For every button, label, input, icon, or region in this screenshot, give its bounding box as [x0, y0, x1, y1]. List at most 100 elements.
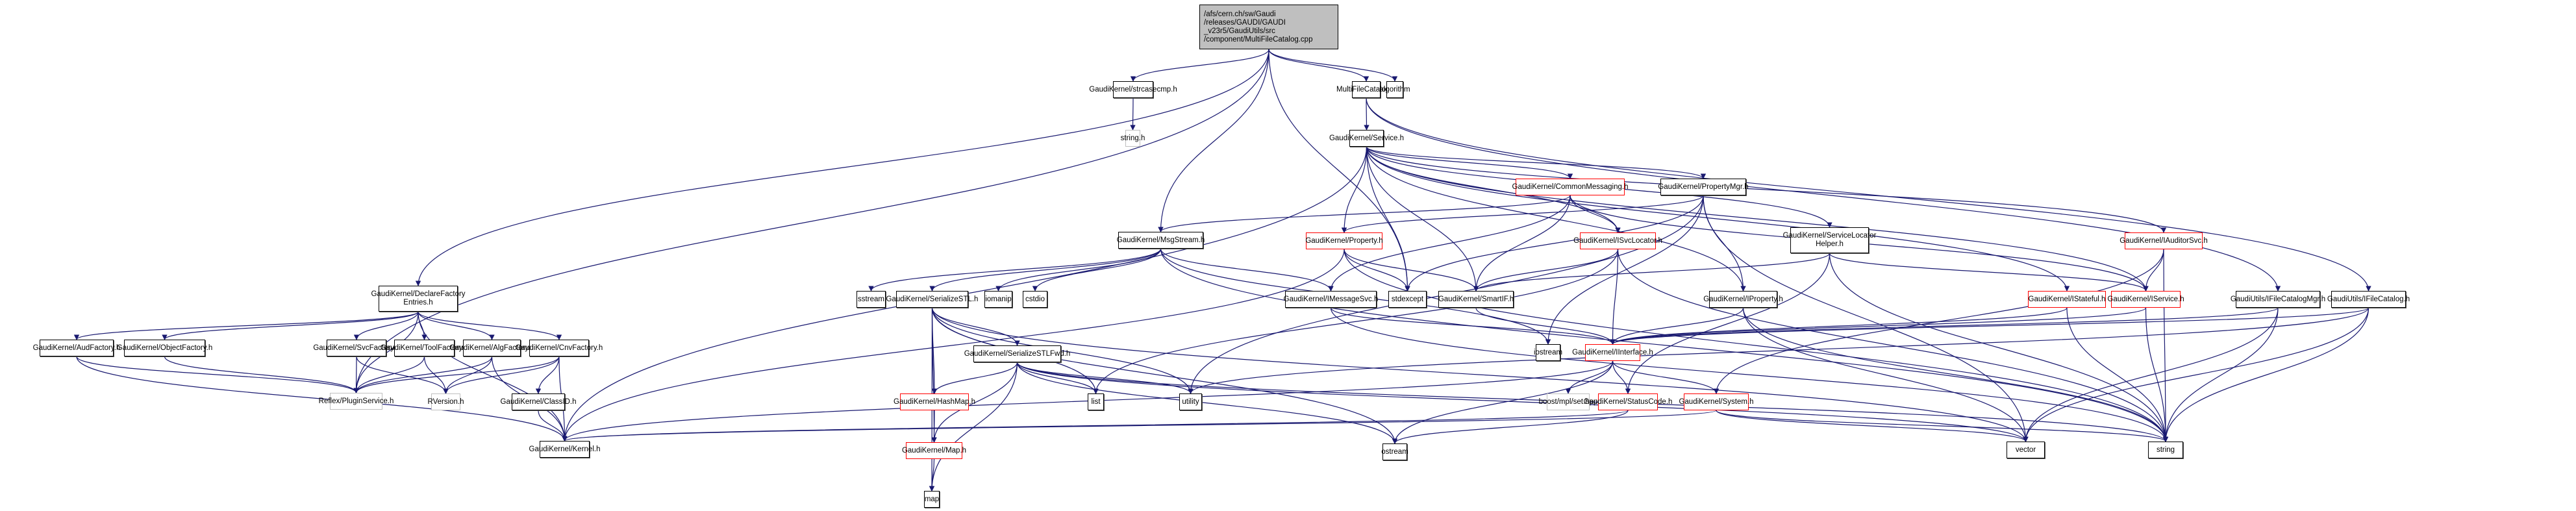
edge-propmgr-to-stdexcept: [1405, 195, 1704, 292]
node-declfact[interactable]: GaudiKernel/DeclareFactory Entries.h: [371, 286, 466, 312]
node-property[interactable]: GaudiKernel/Property.h: [1305, 232, 1383, 249]
node-sstream[interactable]: sstream: [857, 291, 886, 308]
node-audfact[interactable]: GaudiKernel/AudFactory.h: [33, 340, 120, 356]
node-service[interactable]: GaudiKernel/Service.h: [1329, 130, 1404, 147]
node-cstdio[interactable]: cstdio: [1023, 291, 1047, 308]
edge-serstlfwd-to-list: [1016, 362, 1099, 394]
edge-declfact-to-kernel: [418, 311, 568, 442]
node-commonmsg[interactable]: GaudiKernel/CommonMessaging.h: [1512, 179, 1629, 195]
node-kernel[interactable]: GaudiKernel/Kernel.h: [529, 441, 600, 458]
node-mapg[interactable]: GaudiKernel/Map.h: [902, 442, 966, 459]
edge-root-to-algorithm: [1268, 49, 1398, 82]
edge-service-to-iauditor: [1366, 146, 2167, 233]
node-utility[interactable]: utility: [1179, 393, 1202, 410]
node-ifc[interactable]: GaudiUtils/IFileCatalog.h: [2327, 291, 2410, 308]
edge-msgstream-to-serstl: [929, 248, 1162, 292]
node-smartif[interactable]: GaudiKernel/SmartIF.h: [1438, 291, 1514, 308]
node-algorithm[interactable]: algorithm: [1379, 81, 1410, 98]
edge-svclochelper-to-string: [1829, 253, 2169, 442]
edge-strcasecmp-to-stringh: [1130, 97, 1136, 131]
edge-iauditor-to-iservice: [2143, 249, 2164, 292]
node-objfact[interactable]: GaudiKernel/ObjectFactory.h: [117, 340, 212, 356]
node-vector[interactable]: vector: [2007, 442, 2045, 458]
node-istateful[interactable]: GaudiKernel/IStateful.h: [2028, 291, 2106, 308]
node-stdexcept[interactable]: stdexcept: [1388, 291, 1427, 308]
node-system[interactable]: GaudiKernel/System.h: [1679, 393, 1754, 410]
edge-iproperty-to-string: [1742, 307, 2169, 442]
edge-cnvfact-to-plugin: [353, 356, 560, 393]
edge-iproperty-to-iinterface: [1610, 307, 1744, 345]
node-svcfact[interactable]: GaudiKernel/SvcFactory.h: [313, 340, 400, 356]
node-iomanip[interactable]: iomanip: [984, 291, 1012, 308]
node-strcasecmp[interactable]: GaudiKernel/strcasecmp.h: [1089, 81, 1177, 98]
node-iservice[interactable]: GaudiKernel/IService.h: [2107, 291, 2184, 308]
edge-declfact-to-algfact: [418, 311, 495, 340]
node-string[interactable]: string: [2148, 442, 2183, 458]
node-plugin: Reflex/PluginService.h: [319, 393, 394, 410]
edge-statuscode-to-kernel: [562, 410, 1629, 442]
node-toolfact[interactable]: GaudiKernel/ToolFactory.h: [381, 340, 468, 356]
edge-ifc-to-string: [2162, 307, 2370, 442]
node-hashmap[interactable]: GaudiKernel/HashMap.h: [894, 393, 975, 410]
edge-serstl-to-ostream: [931, 307, 1398, 444]
edge-root-to-strcasecmp: [1130, 49, 1269, 82]
node-algfact[interactable]: GaudiKernel/AlgFactory.h: [449, 340, 534, 356]
edge-isvcloc-to-string: [1617, 249, 2169, 442]
node-list[interactable]: list: [1088, 393, 1104, 410]
node-classid[interactable]: GaudiKernel/ClassID.h: [501, 393, 577, 410]
edge-root-to-stdexcept: [1268, 49, 1410, 292]
node-statuscode[interactable]: GaudiKernel/StatusCode.h: [1584, 393, 1672, 410]
edge-serstl-to-vector: [931, 307, 2029, 442]
node-iproperty[interactable]: GaudiKernel/IProperty.h: [1703, 291, 1783, 308]
edge-serstlfwd-to-ostream: [1016, 362, 1398, 444]
node-iauditor[interactable]: GaudiKernel/IAuditorSvc.h: [2120, 232, 2208, 249]
edge-service-to-iservice: [1366, 146, 2149, 292]
edge-msgstream-to-iomanip: [995, 248, 1162, 292]
edge-imsgsvc-to-string: [1330, 307, 2169, 442]
edge-ifc-to-iinterface: [1610, 307, 2370, 345]
edge-mfch-to-service: [1364, 97, 1369, 131]
edge-service-to-propmgr: [1366, 146, 1707, 179]
node-serstl[interactable]: GaudiKernel/SerializeSTL.h: [886, 291, 978, 308]
node-map[interactable]: map: [924, 491, 940, 508]
edge-svcfact-to-rversion: [356, 356, 449, 394]
edge-service-to-stdexcept: [1366, 146, 1410, 292]
node-ifcmgr[interactable]: GaudiUtils/IFileCatalogMgr.h: [2231, 291, 2325, 308]
edge-iservice-to-string: [2145, 307, 2169, 442]
edge-mapg-to-map: [929, 458, 935, 492]
edge-istateful-to-iinterface: [1610, 307, 2068, 345]
edge-algfact-to-plugin: [353, 356, 493, 393]
node-svclochelper[interactable]: GaudiKernel/ServiceLocator Helper.h: [1783, 227, 1876, 253]
edge-statuscode-to-ostream: [1392, 410, 1629, 444]
node-serstlfwd[interactable]: GaudiKernel/SerializeSTLFwd.h: [964, 345, 1070, 362]
edge-istateful-to-string: [2066, 307, 2169, 442]
edge-cnvfact-to-classid: [535, 356, 560, 394]
edge-svclochelper-to-iservice: [1829, 253, 2149, 292]
node-msgstream[interactable]: GaudiKernel/MsgStream.h: [1117, 232, 1205, 249]
node-boostset: boost/mpl/set.hpp: [1539, 393, 1597, 410]
node-cnvfact[interactable]: GaudiKernel/CnvFactory.h: [516, 340, 603, 356]
edge-commonmsg-to-imsgsvc: [1328, 195, 1571, 292]
edge-serstlfwd-to-map: [929, 362, 1018, 492]
edge-mfch-to-ifc: [1366, 97, 2371, 292]
edge-system-to-vector: [1716, 410, 2029, 442]
edge-audfact-to-plugin: [76, 356, 359, 393]
edge-service-to-commonmsg: [1366, 146, 1573, 179]
edge-system-to-kernel: [562, 410, 1717, 442]
edge-objfact-to-plugin: [164, 356, 359, 393]
node-ostream[interactable]: ostream: [1381, 443, 1408, 460]
edge-serstlfwd-to-vector: [1016, 362, 2029, 442]
node-isvcloc[interactable]: GaudiKernel/ISvcLocator.h: [1573, 232, 1662, 249]
edge-svclochelper-to-smartif: [1473, 253, 1831, 292]
edge-serstlfwd-to-mapg: [931, 362, 1018, 443]
node-iostream[interactable]: iostream: [1534, 344, 1562, 361]
node-propmgr[interactable]: GaudiKernel/PropertyMgr.h: [1658, 179, 1749, 195]
edge-ifc-to-utility: [1188, 307, 2370, 394]
node-imsgsvc[interactable]: GaudiKernel/IMessageSvc.h: [1284, 291, 1378, 308]
edge-declfact-to-svcfact: [353, 311, 419, 340]
edge-hashmap-to-mapg: [931, 410, 937, 443]
node-iinterface[interactable]: GaudiKernel/IInterface.h: [1572, 344, 1653, 361]
node-mfch[interactable]: MultiFileCatalog.h: [1336, 81, 1396, 98]
edge-ifcmgr-to-vector: [2023, 307, 2279, 442]
